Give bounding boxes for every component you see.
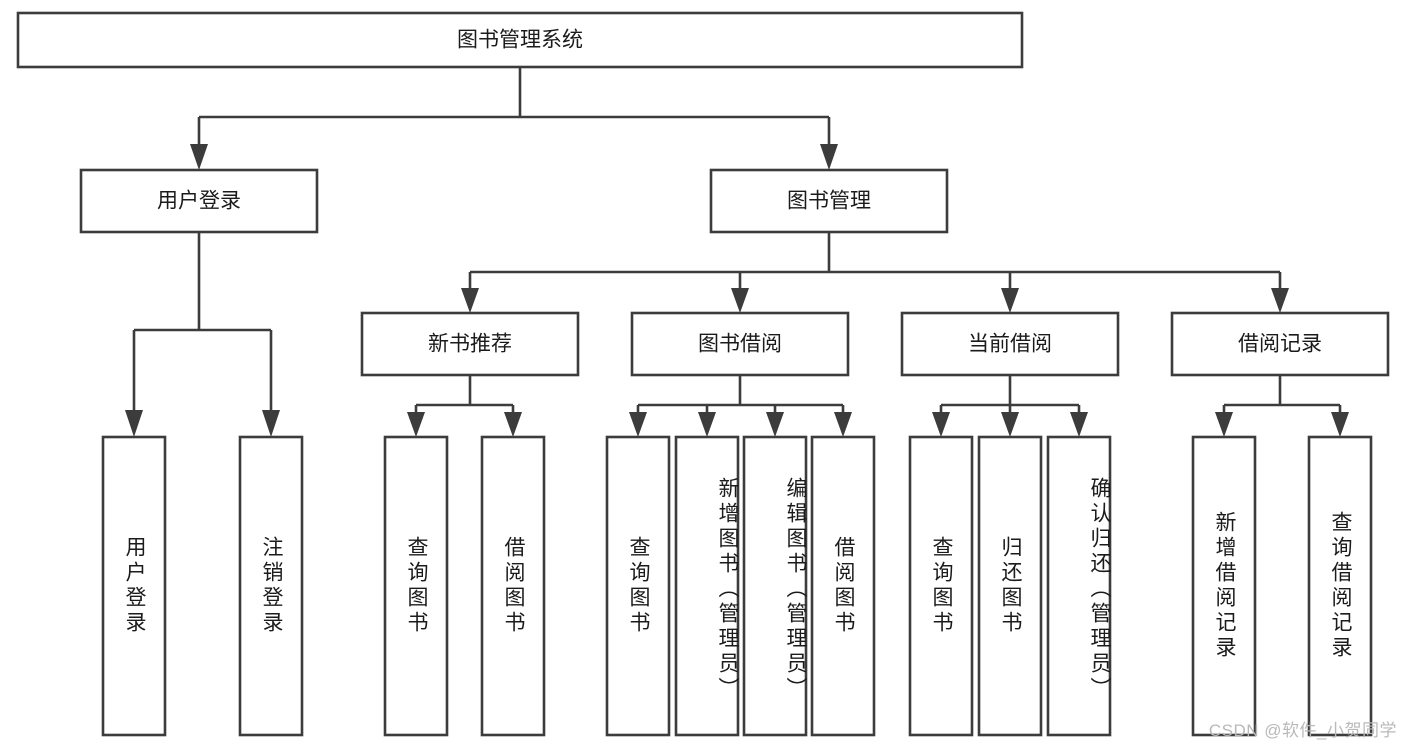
arrow-to-new-book-recommend	[461, 288, 479, 313]
leaf-box-new-book-2[interactable]	[480, 435, 546, 737]
node-layer: 图书管理系统 用户登录 图书管理 新书推荐 图书借阅 当前借阅 借阅记录	[16, 11, 1390, 737]
leaf-box-book-borrow-2[interactable]	[674, 435, 740, 737]
arrow-book-borrow-leaf-4	[834, 412, 852, 437]
edge-layer	[125, 67, 1349, 437]
csdn-watermark: CSDN @软件_小贺同学	[1208, 721, 1397, 740]
leaf-box-book-borrow-3[interactable]	[742, 435, 808, 737]
leaf-box-current-borrow-2[interactable]	[977, 435, 1043, 737]
leaf-box-borrow-record-2[interactable]	[1307, 435, 1373, 737]
node-book-manage-label: 图书管理	[787, 190, 871, 213]
node-book-borrow-label: 图书借阅	[698, 333, 782, 356]
node-current-borrow-label: 当前借阅	[968, 333, 1052, 356]
node-borrow-record-label: 借阅记录	[1238, 333, 1322, 356]
arrow-new-book-leaf-2	[504, 412, 522, 437]
arrow-to-borrow-record	[1271, 288, 1289, 313]
node-user-login-box[interactable]	[79, 168, 319, 234]
leaf-box-user-login-2[interactable]	[238, 435, 304, 737]
arrow-book-borrow-leaf-2	[698, 412, 716, 437]
arrow-current-borrow-leaf-1	[932, 412, 950, 437]
node-book-borrow-box[interactable]	[630, 311, 850, 377]
node-root-label: 图书管理系统	[457, 29, 583, 52]
leaf-box-user-login-1[interactable]	[101, 435, 167, 737]
arrow-new-book-leaf-1	[407, 412, 425, 437]
arrow-user-login-leaf-2	[262, 410, 280, 437]
leaf-box-book-borrow-4[interactable]	[810, 435, 876, 737]
node-borrow-record-box[interactable]	[1170, 311, 1390, 377]
leaf-box-new-book-1[interactable]	[383, 435, 449, 737]
node-current-borrow-box[interactable]	[900, 311, 1120, 377]
arrow-borrow-record-leaf-2	[1331, 412, 1349, 437]
arrow-book-borrow-leaf-1	[629, 412, 647, 437]
leaf-box-current-borrow-3[interactable]	[1046, 435, 1112, 737]
node-new-book-recommend-box[interactable]	[360, 311, 580, 377]
arrow-to-current-borrow	[1001, 288, 1019, 313]
arrow-user-login-leaf-1	[125, 410, 143, 437]
node-new-book-recommend-label: 新书推荐	[428, 333, 512, 356]
arrow-root-to-user-login	[190, 144, 208, 170]
arrow-borrow-record-leaf-1	[1215, 412, 1233, 437]
arrow-to-book-borrow	[731, 288, 749, 313]
node-user-login-label: 用户登录	[157, 190, 241, 213]
arrow-book-borrow-leaf-3	[766, 412, 784, 437]
leaf-box-book-borrow-1[interactable]	[605, 435, 671, 737]
node-book-manage-box[interactable]	[709, 168, 949, 234]
leaf-box-borrow-record-1[interactable]	[1191, 435, 1257, 737]
leaf-box-current-borrow-1[interactable]	[908, 435, 974, 737]
arrow-current-borrow-leaf-2	[1001, 412, 1019, 437]
arrow-root-to-book-manage	[820, 144, 838, 170]
node-root-box[interactable]	[16, 11, 1024, 69]
arrow-current-borrow-leaf-3	[1070, 412, 1088, 437]
